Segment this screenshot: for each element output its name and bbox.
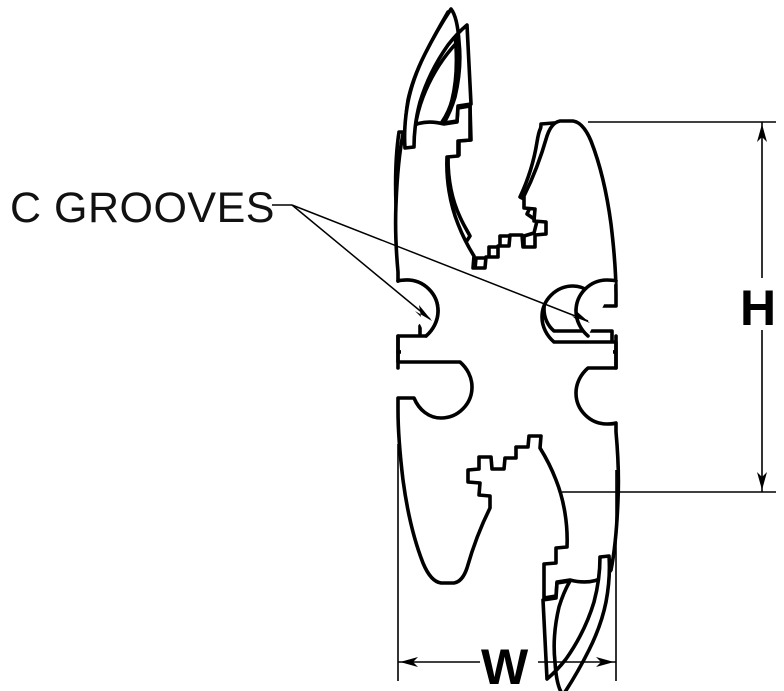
c-groove-features: [396, 278, 618, 338]
callout-c-grooves: C GROOVES: [10, 184, 590, 323]
lower-main-body: [396, 350, 621, 600]
callout-arrowhead-right: [572, 309, 590, 323]
h-dimension-label: H: [740, 280, 776, 336]
h-arrowhead-bottom: [757, 472, 767, 490]
lower-left-hook-flap: [541, 554, 612, 691]
w-dimension-label: W: [481, 639, 529, 691]
callout-leader-to-left-groove: [291, 204, 431, 320]
left-c-groove: [396, 278, 440, 338]
right-c-groove: [574, 278, 618, 338]
h-arrowhead-top: [757, 124, 767, 142]
callout-leader-to-right-groove: [291, 204, 589, 322]
callout-arrowhead-left: [415, 305, 432, 321]
upper-left-hook-flap: [402, 7, 473, 150]
callout-label-c-grooves: C GROOVES: [10, 184, 275, 232]
dimension-width: W: [397, 444, 617, 691]
w-arrowhead-left: [400, 657, 418, 667]
seam-cover: [401, 346, 613, 359]
w-arrowhead-right: [596, 657, 614, 667]
part-lower-half: [396, 350, 621, 691]
dimension-height: H: [562, 121, 776, 493]
